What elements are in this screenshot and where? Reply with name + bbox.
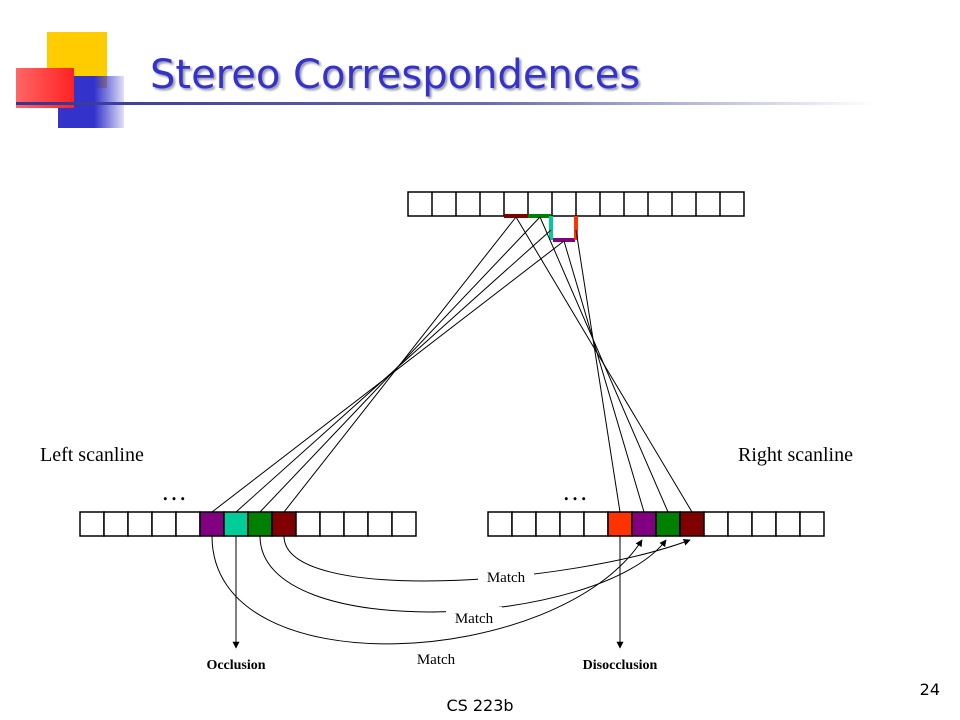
footer-text: CS 223b xyxy=(446,696,514,715)
left-scanline-cell-green xyxy=(247,511,273,537)
right-scanline-cell xyxy=(511,511,537,537)
title-underline xyxy=(16,102,876,105)
left-scanline-cell xyxy=(103,511,129,537)
ray-right-orange xyxy=(575,229,621,513)
right-scanline-cell xyxy=(703,511,729,537)
left-ellipsis: … xyxy=(161,477,187,506)
right-scanline-cell xyxy=(559,511,585,537)
left-scanline-cell-teal xyxy=(223,511,249,537)
match-arc-dark-red xyxy=(283,535,691,582)
left-scanline-cell xyxy=(391,511,417,537)
right-ellipsis: … xyxy=(562,477,588,506)
match-arcs xyxy=(211,535,691,649)
match-label-3: Match xyxy=(417,652,456,668)
left-scanline-cell xyxy=(151,511,177,537)
left-scanline-cell xyxy=(175,511,201,537)
left-scanline-cell xyxy=(367,511,393,537)
ray-left-green xyxy=(259,216,541,513)
ray-right-purple xyxy=(563,240,645,513)
right-scanline-cell xyxy=(583,511,609,537)
match-label-1: Match xyxy=(487,570,526,586)
left-scanline-cell-purple xyxy=(199,511,225,537)
left-scanline-cell xyxy=(127,511,153,537)
ray-right-green xyxy=(539,216,669,513)
page-number: 24 xyxy=(919,680,940,699)
right-scanline-cell-purple xyxy=(631,511,657,537)
right-scanline-cell xyxy=(487,511,513,537)
surface-profile xyxy=(504,214,578,242)
right-scanline-cell xyxy=(775,511,801,537)
right-scanline-cell-orange-red xyxy=(607,511,633,537)
left-scanline-cell xyxy=(319,511,345,537)
ray-left-purple xyxy=(211,240,565,513)
right-scanline-cell xyxy=(727,511,753,537)
top-scanline xyxy=(407,191,745,217)
decorative-red-square xyxy=(16,68,74,108)
right-scanline-cell-green xyxy=(655,511,681,537)
match-arc-purple xyxy=(211,535,643,645)
right-scanline-cell xyxy=(751,511,777,537)
left-scanline-label: Left scanline xyxy=(40,444,144,466)
right-scanline-label: Right scanline xyxy=(738,444,853,466)
right-scanline-cell-dark-red xyxy=(679,511,705,537)
left-scanline xyxy=(79,511,417,537)
projection-rays xyxy=(211,216,693,513)
match-arc-green xyxy=(259,535,667,613)
match-label-2: Match xyxy=(455,611,494,627)
left-scanline-cell-dark-red xyxy=(271,511,297,537)
ray-left-teal xyxy=(235,229,552,513)
right-scanline-cell xyxy=(799,511,825,537)
left-scanline-cell xyxy=(343,511,369,537)
right-scanline-cell xyxy=(535,511,561,537)
slide-title: Stereo Correspondences xyxy=(150,52,641,98)
left-scanline-cell xyxy=(79,511,105,537)
right-scanline xyxy=(487,511,825,537)
left-scanline-cell xyxy=(295,511,321,537)
disocclusion-label: Disocclusion xyxy=(583,658,658,673)
occlusion-label: Occlusion xyxy=(206,658,265,673)
